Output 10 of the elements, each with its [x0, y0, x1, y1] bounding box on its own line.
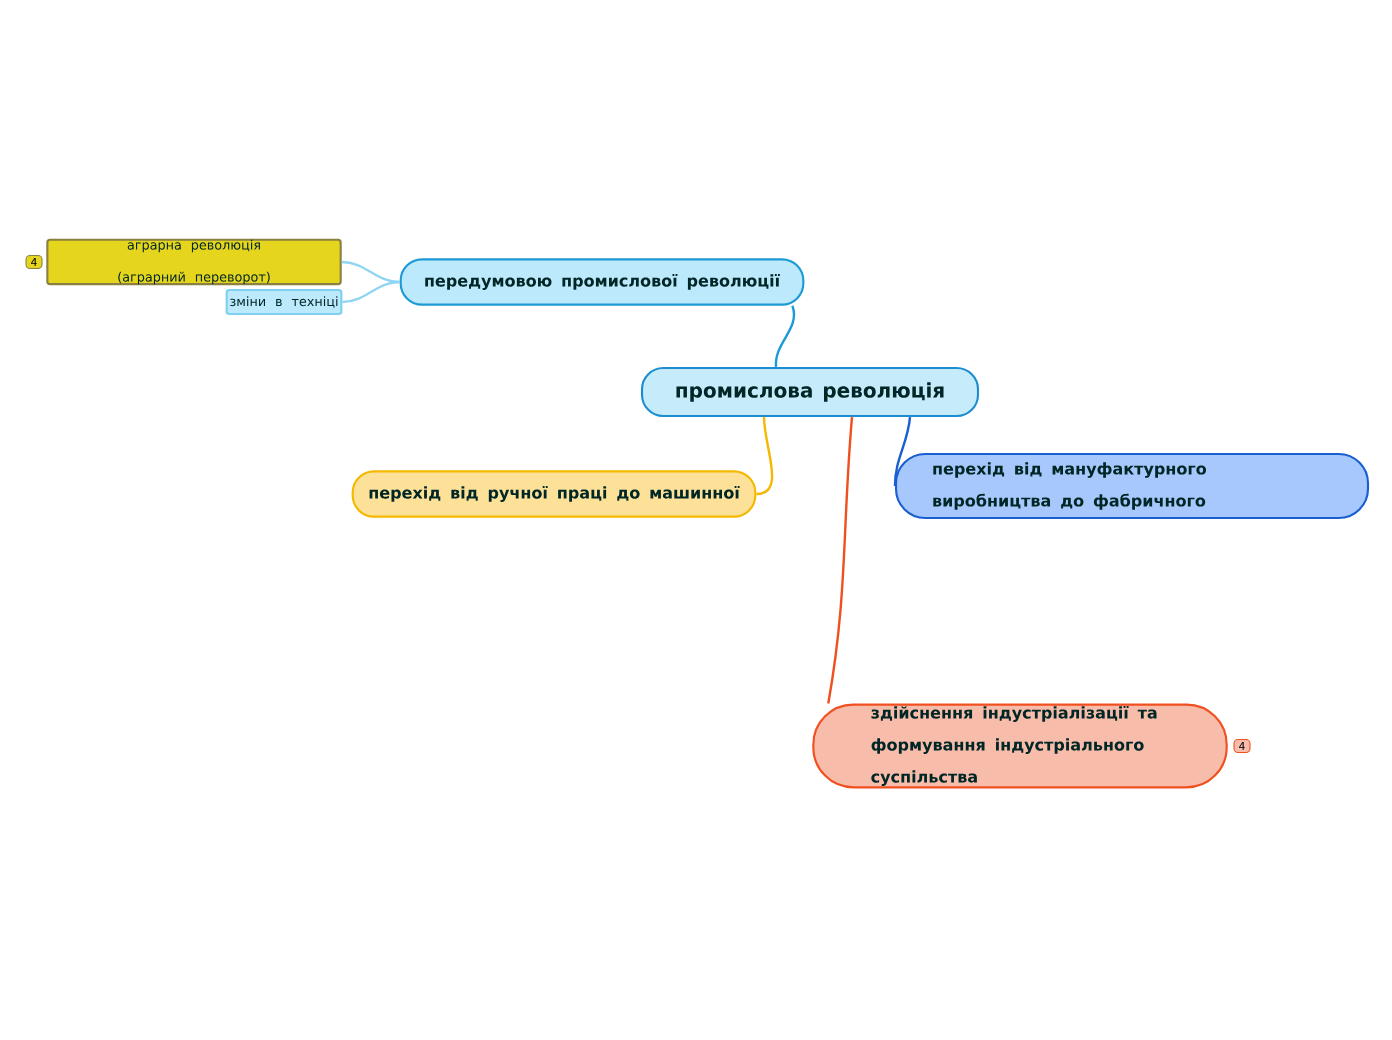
topic-box: здійснення індустріалізації та формування індустріального суспільства [812, 703, 1228, 789]
topic-box: передумовою промислової революції [399, 258, 805, 306]
connector [342, 280, 400, 304]
connector [774, 305, 796, 367]
connector [827, 416, 854, 704]
central-topic-box: промислова революція [640, 366, 980, 418]
connector [341, 260, 400, 284]
connector [893, 416, 912, 487]
topic-box: перехід від ручної праці до машинної [351, 470, 757, 518]
topic-box: перехід від мануфактурного виробництва до фабричного [894, 452, 1370, 520]
